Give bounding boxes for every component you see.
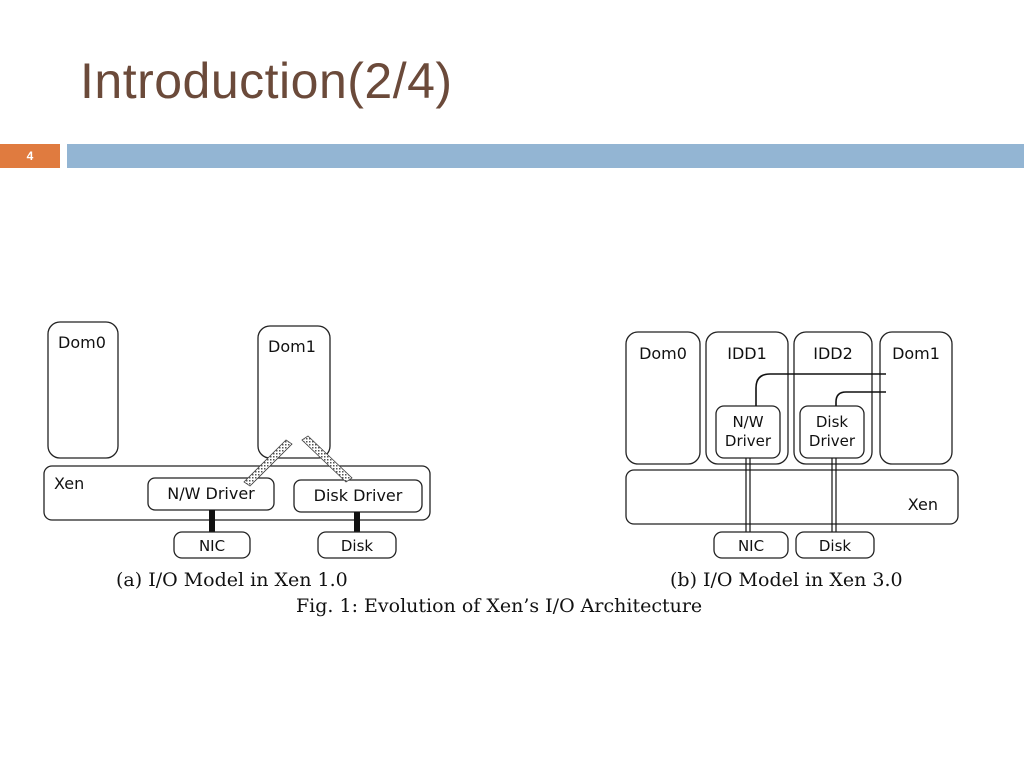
xen10-disk-driver-label: Disk Driver <box>314 486 403 505</box>
xen10-disk-to-device-link <box>354 512 360 534</box>
xen30-nic-label: NIC <box>738 537 764 555</box>
xen30-dom0-box <box>625 331 701 465</box>
xen30-nic-box <box>713 531 789 559</box>
xen10-disk-label: Disk <box>341 537 374 555</box>
xen30-nw-to-nic-link <box>745 458 751 532</box>
xen30-xen-layer <box>625 469 959 525</box>
xen30-nw-driver-label-2: Driver <box>725 432 772 450</box>
xen10-dom1-box <box>257 325 331 459</box>
xen30-nw-driver-box <box>715 405 781 459</box>
xen10-xen-label: Xen <box>54 474 84 493</box>
xen30-dom1-label: Dom1 <box>892 344 940 363</box>
xen30-nw-driver-label-1: N/W <box>732 413 763 431</box>
slide-number: 4 <box>26 149 34 163</box>
figure-caption: Fig. 1: Evolution of Xen’s I/O Architect… <box>296 595 702 617</box>
xen30-disk-label: Disk <box>819 537 852 555</box>
xen10-dom1-label: Dom1 <box>268 337 316 356</box>
xen10-dom1-to-disk-channel <box>301 435 353 483</box>
xen30-diagram: Dom0 IDD1 IDD2 Dom1 N/W Driver Disk Driv… <box>625 331 959 591</box>
xen30-disk-to-device-link <box>831 458 837 532</box>
xen10-caption: (a) I/O Model in Xen 1.0 <box>116 569 348 591</box>
xen30-disk-driver-label-2: Driver <box>809 432 856 450</box>
slide-number-badge <box>0 144 60 168</box>
xen30-caption: (b) I/O Model in Xen 3.0 <box>670 569 903 591</box>
xen30-dom1-box <box>879 331 953 465</box>
xen10-disk-box <box>317 531 397 559</box>
xen10-dom0-box <box>47 321 119 459</box>
xen30-idd2-label: IDD2 <box>813 344 853 363</box>
slide-title: Introduction(2/4) <box>80 53 453 109</box>
xen10-nic-label: NIC <box>199 537 225 555</box>
xen30-dom0-label: Dom0 <box>639 344 687 363</box>
xen30-dom1-to-disk-channel <box>835 391 886 406</box>
xen30-xen-label: Xen <box>908 495 938 514</box>
xen10-dom1-to-nw-channel <box>243 439 293 487</box>
xen10-nw-to-nic-link <box>209 510 215 534</box>
xen10-dom0-label: Dom0 <box>58 333 106 352</box>
xen30-disk-driver-label-1: Disk <box>816 413 849 431</box>
xen10-nw-driver-label: N/W Driver <box>167 484 255 503</box>
xen10-diagram: Dom0 Dom1 Xen N/W Driver Disk Driver NIC… <box>43 321 431 591</box>
xen30-disk-box <box>795 531 875 559</box>
title-accent-bar <box>67 144 1024 168</box>
xen10-nic-box <box>173 531 251 559</box>
xen30-dom1-to-nw-channel <box>755 373 886 406</box>
xen30-idd1-label: IDD1 <box>727 344 767 363</box>
